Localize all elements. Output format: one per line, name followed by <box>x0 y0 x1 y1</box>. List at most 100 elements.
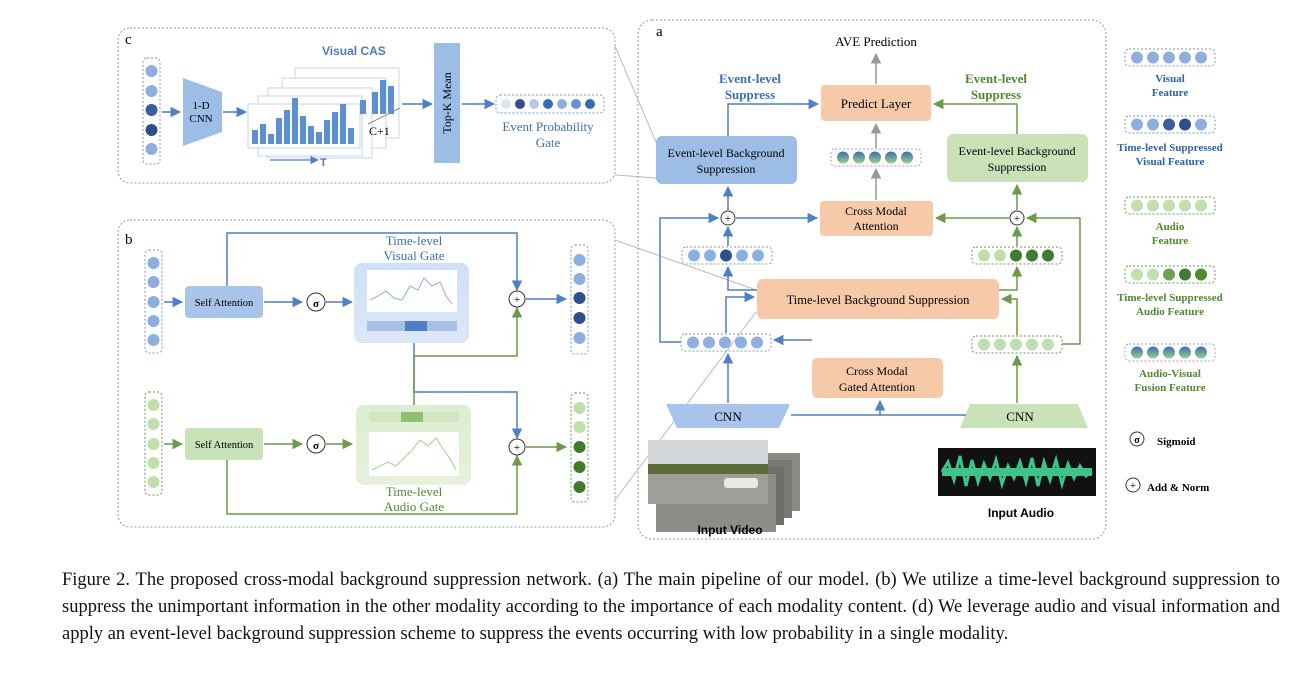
event-prob-gate-label-line2: Gate <box>536 135 561 150</box>
add-norm-audio <box>508 438 526 456</box>
cross-modal-gated-attention-box <box>812 358 943 398</box>
cross-modal-attention-line1: Cross Modal <box>845 204 907 218</box>
predict-layer-box <box>821 85 931 121</box>
panel-c-letter: c <box>125 32 132 48</box>
time-level-bg-suppression-box <box>757 279 999 319</box>
input-audio-waveform <box>938 448 1096 496</box>
event-prob-gate-label-line1: Event Probability <box>502 119 594 134</box>
sigma-audio-symbol: σ <box>313 440 319 452</box>
cnn-1d-label-line1: 1-D <box>192 100 209 112</box>
figure-caption: Figure 2. The proposed cross-modal backg… <box>62 570 1280 644</box>
predict-layer-label: Predict Layer <box>841 96 912 111</box>
panel-b-frame <box>117 219 616 528</box>
visual-cas-stack <box>247 67 400 159</box>
visual-gate-label-line2: Visual Gate <box>384 248 445 263</box>
input-visual-dots <box>145 65 158 155</box>
cnn-audio-label: CNN <box>1006 409 1034 424</box>
audio-gate-label-line2: Audio Gate <box>384 499 445 514</box>
event-suppress-right-line2: Suppress <box>971 87 1021 102</box>
event-bg-suppression-visual <box>656 136 797 184</box>
t-axis-label: T <box>320 157 327 169</box>
ave-prediction-label: AVE Prediction <box>835 34 917 49</box>
event-bg-left-line2: Suppression <box>697 162 756 176</box>
fusion-feature-dots <box>837 151 913 164</box>
svg-text:+: + <box>514 294 520 306</box>
architecture-diagram: c 1-D CNN Visual CAS <box>117 19 1223 540</box>
legend-visual-feature-line2: Feature <box>1152 87 1189 99</box>
event-bg-right-line1: Event-level Background <box>959 144 1076 158</box>
legend-fusion-line2: Fusion Feature <box>1135 382 1206 394</box>
cross-modal-attention-line2: Attention <box>853 219 898 233</box>
legend-audio-feature-line2: Feature <box>1152 235 1189 247</box>
cnn-video-block <box>666 404 790 428</box>
input-video-frames <box>648 440 800 532</box>
legend-plus-symbol: + <box>1130 480 1136 492</box>
cross-modal-gated-line1: Cross Modal <box>846 364 908 378</box>
legend-suppressed-audio-dots <box>1131 268 1207 281</box>
self-attention-visual-label: Self Attention <box>195 298 254 309</box>
cross-modal-attention-box <box>820 201 933 236</box>
svg-text:+: + <box>1014 213 1020 225</box>
svg-text:+: + <box>725 213 731 225</box>
a-audio-feature-dots <box>978 338 1054 351</box>
visual-gate-label-line1: Time-level <box>386 233 443 248</box>
a-visual-feature-dots <box>687 336 763 349</box>
c-plus-1-label: C+1 <box>369 124 390 138</box>
event-prob-dots <box>501 99 595 109</box>
b-audio-output-dots <box>573 402 586 493</box>
sigma-visual-symbol: σ <box>313 298 319 310</box>
panel-a: a AVE Prediction Predict Layer Event-lev… <box>637 19 1107 540</box>
panel-b: b Self Attention σ Time-level Visual Gat… <box>117 219 616 528</box>
legend-visual-feature-line1: Visual <box>1155 73 1185 85</box>
event-bg-right-line2: Suppression <box>988 160 1047 174</box>
cnn-1d-label-line2: CNN <box>189 113 212 125</box>
self-attention-audio-label: Self Attention <box>195 440 254 451</box>
legend-suppressed-visual-line1: Time-level Suppressed <box>1117 142 1223 154</box>
cross-modal-gated-line2: Gated Attention <box>839 380 915 394</box>
legend-suppressed-visual-dots <box>1131 118 1207 131</box>
panel-c: c 1-D CNN Visual CAS <box>117 27 616 184</box>
legend-audio-feature-dots <box>1131 199 1207 212</box>
legend-suppressed-audio-line1: Time-level Suppressed <box>1117 292 1223 304</box>
svg-text:+: + <box>514 442 520 454</box>
legend-sigma-icon <box>1129 431 1145 447</box>
b-visual-input-dots <box>147 257 160 346</box>
visual-feature-column <box>142 57 161 165</box>
input-audio-label: Input Audio <box>988 506 1054 520</box>
b-visual-output-dots <box>573 254 586 344</box>
b-audio-input-dots <box>147 399 160 488</box>
cnn-1d-block <box>183 78 222 146</box>
sigma-visual <box>306 292 326 312</box>
input-video-label: Input Video <box>697 523 762 537</box>
event-suppress-right-line1: Event-level <box>965 71 1027 86</box>
legend-fusion-line1: Audio-Visual <box>1139 368 1201 380</box>
event-prob-row <box>495 94 605 114</box>
add-node-audio <box>1009 210 1025 226</box>
panel-b-letter: b <box>125 232 133 248</box>
sigma-audio <box>306 434 326 454</box>
visual-cas-title: Visual CAS <box>322 44 386 58</box>
legend: Visual Feature Time-level Suppressed Vis… <box>1117 48 1223 494</box>
cnn-video-label: CNN <box>714 409 742 424</box>
legend-suppressed-visual-line2: Visual Feature <box>1136 156 1205 168</box>
a-suppressed-audio-dots <box>978 249 1054 262</box>
legend-fusion-feature-dots <box>1131 346 1207 359</box>
self-attention-visual <box>185 286 263 318</box>
add-node-visual <box>720 210 736 226</box>
time-level-bg-label: Time-level Background Suppression <box>787 293 971 307</box>
event-suppress-left-line1: Event-level <box>719 71 781 86</box>
event-suppress-left-line2: Suppress <box>725 87 775 102</box>
topk-mean-block <box>434 43 460 163</box>
cnn-audio-block <box>960 404 1088 428</box>
legend-sigmoid-label: Sigmoid <box>1157 436 1196 448</box>
topk-mean-label: Top-K Mean <box>440 72 454 133</box>
panel-c-frame <box>117 27 616 184</box>
a-suppressed-visual-dots <box>688 249 764 262</box>
legend-sigma-symbol: σ <box>1134 435 1140 446</box>
audio-gate-label-line1: Time-level <box>386 484 443 499</box>
legend-suppressed-audio-line2: Audio Feature <box>1136 306 1204 318</box>
legend-add-norm-label: Add & Norm <box>1147 482 1209 494</box>
panel-a-frame <box>637 19 1107 540</box>
legend-plus-icon <box>1125 477 1141 493</box>
self-attention-audio <box>185 428 263 460</box>
